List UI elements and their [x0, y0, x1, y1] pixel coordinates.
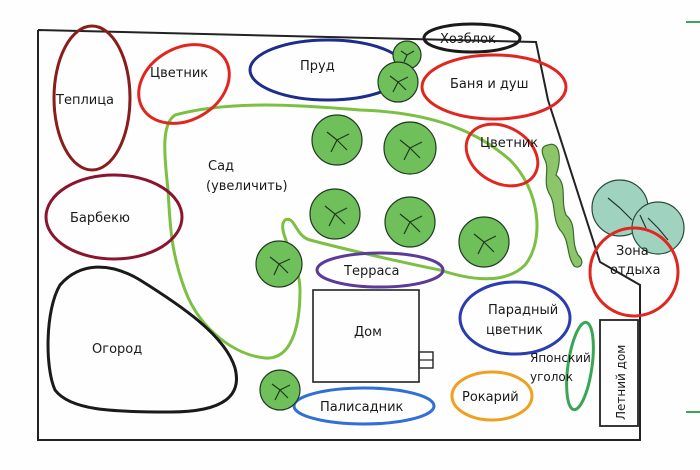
rockery-zone: [450, 370, 534, 422]
flowerbed-right-label: Цветник: [480, 136, 538, 151]
bathhouse-zone: [420, 53, 568, 121]
front-flowerbed-label-line1: Парадный: [488, 303, 558, 318]
house-label: Дом: [354, 325, 382, 340]
front-flowerbed-zone: [458, 280, 572, 356]
rockery-label: Рокарий: [462, 390, 519, 405]
barbecue-label: Барбекю: [70, 211, 130, 226]
front-flowerbed-label-line2: цветник: [486, 323, 543, 338]
shed-label: Хозблок: [440, 32, 496, 47]
house-building: [312, 289, 420, 383]
flowerbed-right-zone: [464, 122, 540, 188]
terrace-zone: [315, 251, 445, 289]
japanese-corner-label-line2: уголок: [530, 370, 573, 384]
japanese-corner-zone: [565, 320, 595, 412]
front-garden-label: Палисадник: [320, 400, 404, 415]
greenhouse-zone: [52, 24, 132, 172]
greenhouse-label: Теплица: [55, 93, 114, 108]
vegetable-garden-zone: [46, 265, 238, 414]
japanese-corner-label-line1: Японский: [530, 351, 591, 365]
rest-area-label-line1: Зона: [616, 244, 649, 259]
plot-boundary: [37, 29, 641, 441]
rest-area-label-line2: отдыха: [610, 263, 660, 278]
vegetable-garden-label: Огород: [92, 342, 142, 357]
summer-house-label: Летний дом: [614, 345, 628, 420]
garden-label-line2: (увеличить): [206, 179, 288, 194]
flowerbed-left-label: Цветник: [150, 66, 208, 81]
shed-zone: [422, 22, 522, 54]
garden-label-line1: Сад: [208, 159, 234, 174]
pond-label: Пруд: [300, 59, 335, 74]
front-garden-zone: [292, 386, 436, 426]
summer-house-building: [599, 319, 639, 427]
bathhouse-label: Баня и душ: [450, 77, 529, 92]
flowerbed-left-zone: [137, 43, 231, 125]
rest-area-tree-branches: [607, 197, 669, 241]
rest-area-zone: [588, 226, 680, 318]
terrace-label: Терраса: [343, 264, 400, 279]
garden-area: [163, 103, 539, 360]
hedge: [541, 143, 583, 268]
tree-branches: [269, 50, 497, 401]
barbecue-zone: [44, 173, 184, 261]
